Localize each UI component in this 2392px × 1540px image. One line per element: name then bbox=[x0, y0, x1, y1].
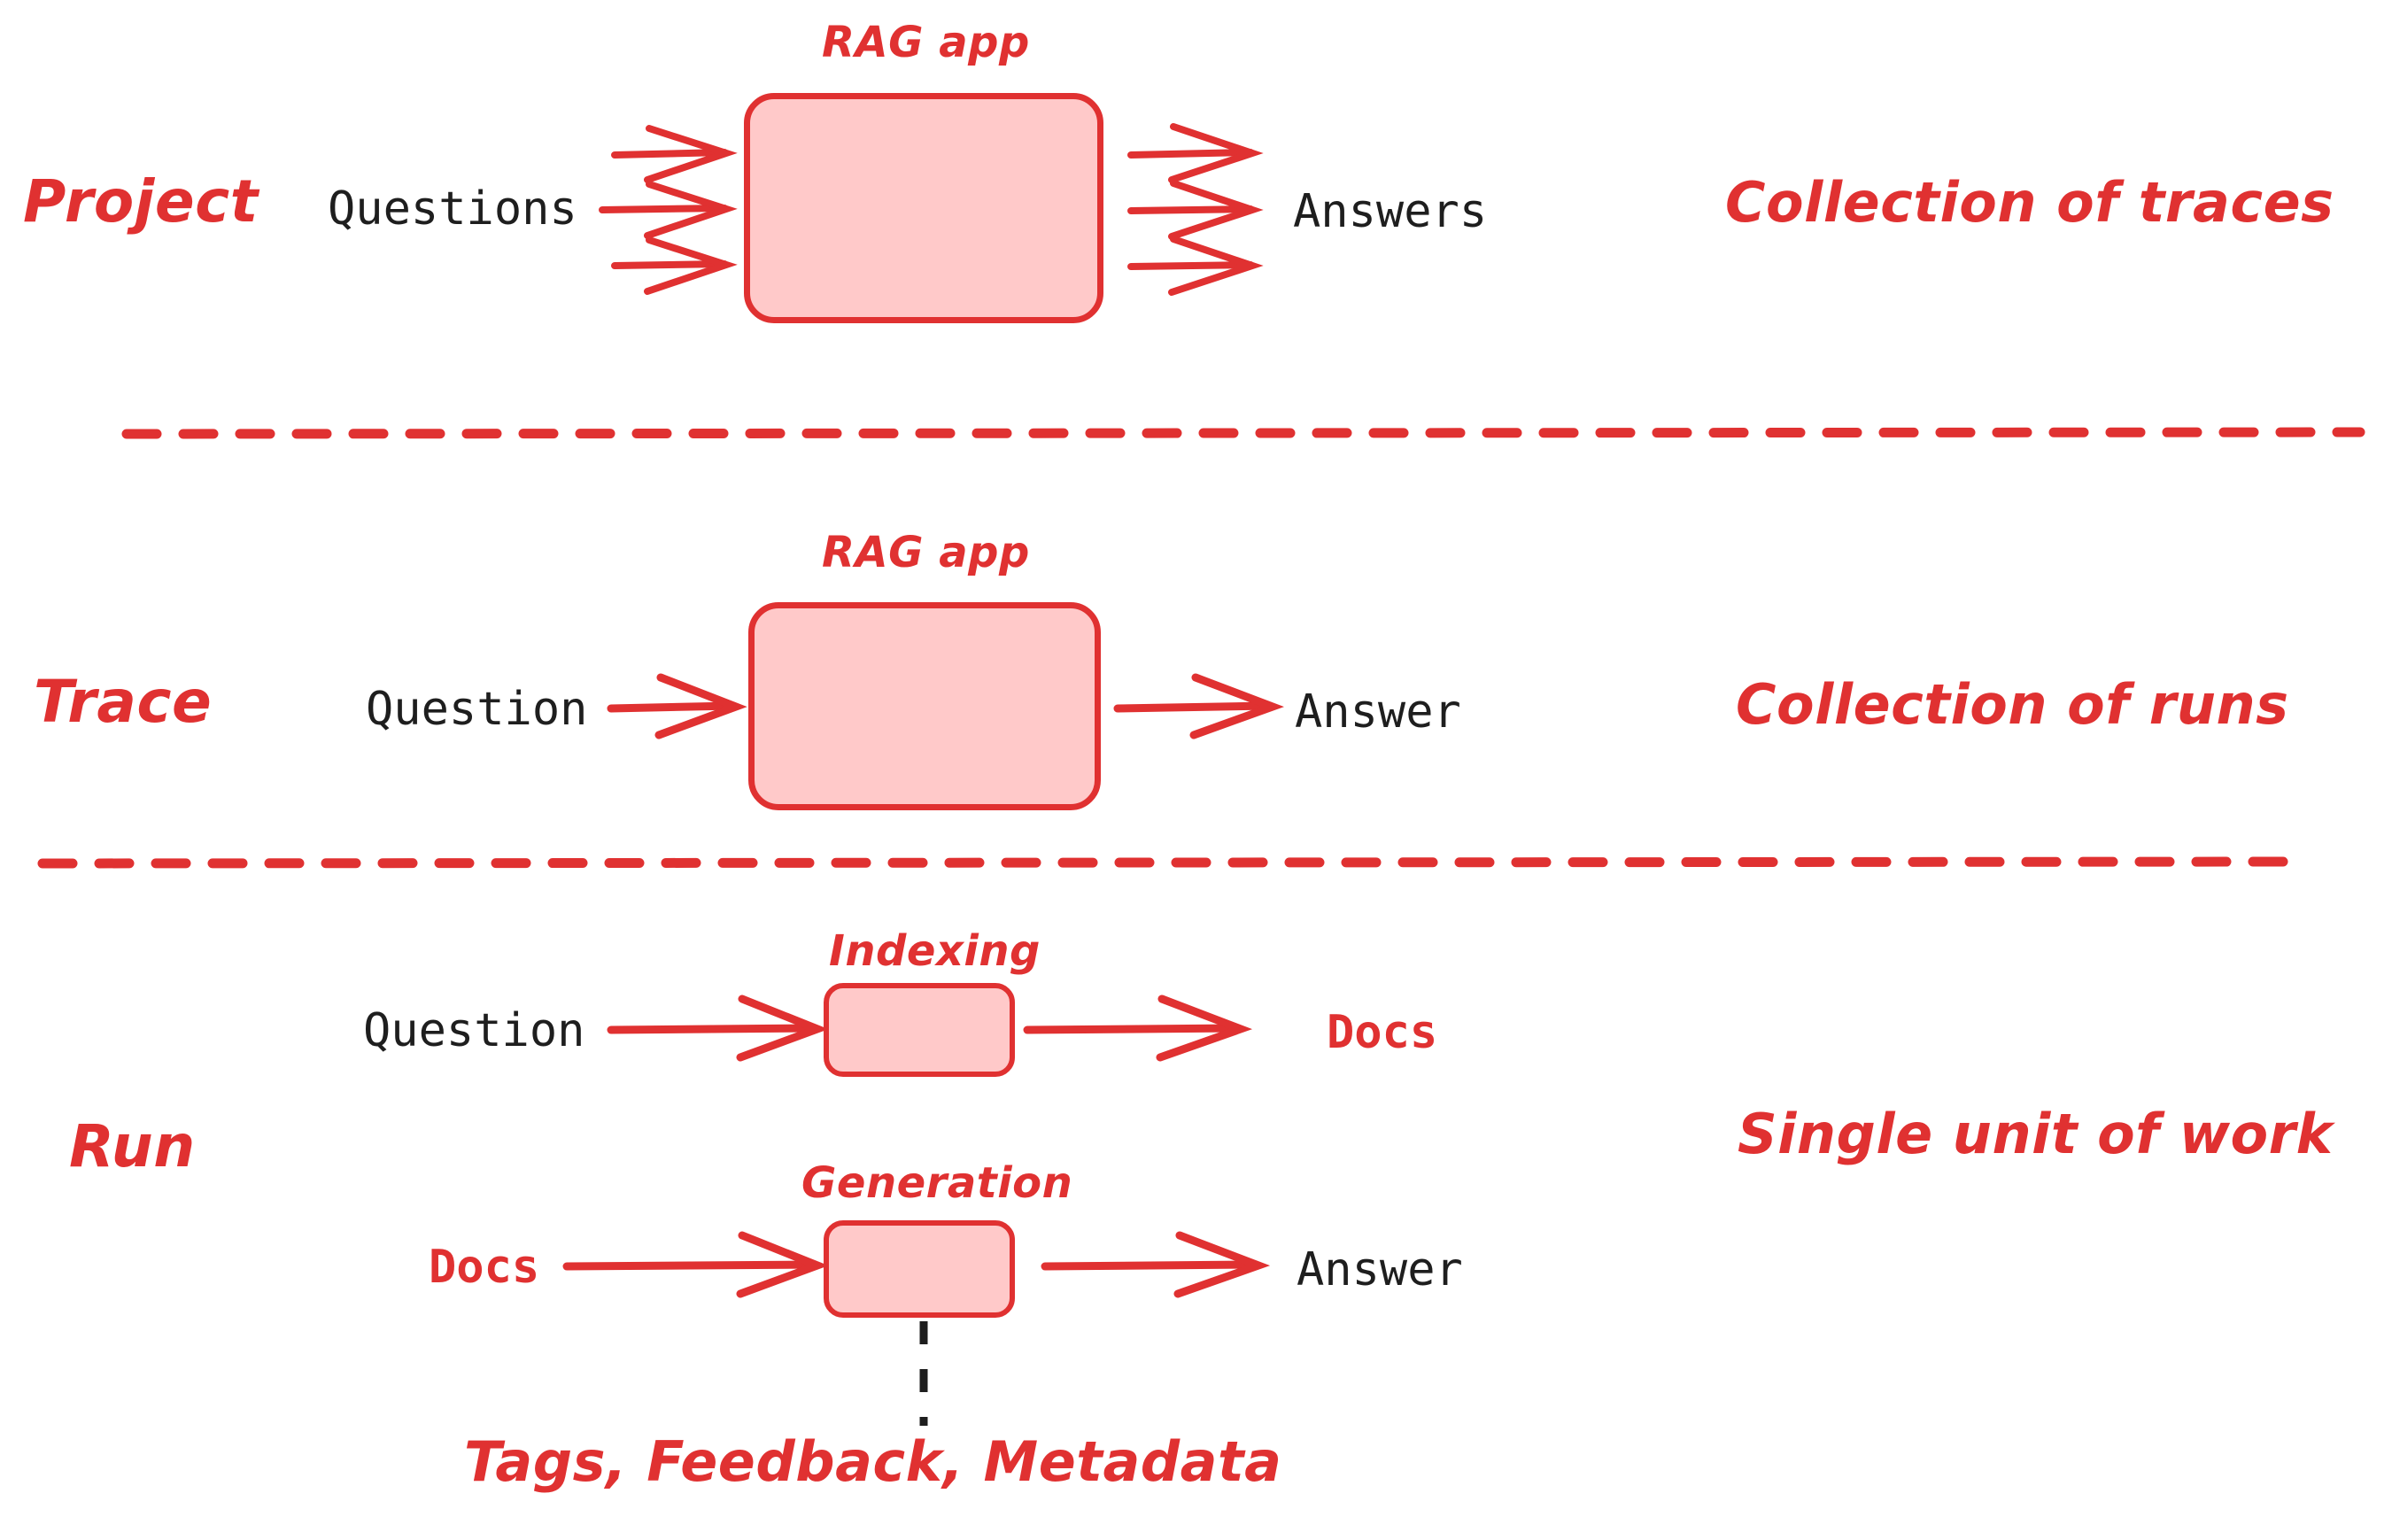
node-rag-app-project[interactable] bbox=[744, 93, 1103, 323]
output-label-docs-indexing: Docs bbox=[1327, 1006, 1438, 1059]
row-label-trace: Trace bbox=[34, 668, 213, 736]
input-label-docs-generation: Docs bbox=[429, 1241, 540, 1294]
arrow-right-icon bbox=[562, 1231, 829, 1298]
arrow-right-icon bbox=[607, 994, 829, 1062]
input-label-question-indexing: Question bbox=[363, 1004, 585, 1057]
dashed-divider-icon bbox=[121, 427, 2365, 439]
dashed-divider-icon bbox=[37, 856, 2299, 869]
arrow-right-icon bbox=[1127, 123, 1264, 183]
arrow-right-icon bbox=[1023, 994, 1253, 1062]
arrow-right-icon bbox=[1113, 673, 1284, 739]
row-caption-run: Single unit of work bbox=[1738, 1102, 2334, 1166]
row-label-project: Project bbox=[23, 167, 259, 236]
input-label-question-trace: Question bbox=[366, 683, 588, 736]
arrow-right-icon bbox=[599, 181, 738, 239]
row-caption-project: Collection of traces bbox=[1725, 170, 2334, 235]
arrow-right-icon bbox=[611, 236, 738, 295]
arrow-right-icon bbox=[1127, 236, 1264, 296]
node-rag-app-trace[interactable] bbox=[748, 602, 1101, 810]
arrow-right-icon bbox=[1041, 1231, 1271, 1298]
node-generation[interactable] bbox=[824, 1220, 1015, 1318]
node-label-rag-app-project: RAG app bbox=[822, 18, 1030, 67]
input-label-questions: Questions bbox=[328, 182, 577, 236]
output-label-answers: Answers bbox=[1293, 185, 1488, 238]
output-label-answer-generation: Answer bbox=[1297, 1243, 1463, 1296]
row-label-run: Run bbox=[69, 1112, 196, 1180]
node-label-generation: Generation bbox=[801, 1158, 1073, 1208]
node-label-indexing: Indexing bbox=[829, 926, 1041, 976]
output-label-answer-trace: Answer bbox=[1295, 685, 1461, 739]
node-indexing[interactable] bbox=[824, 983, 1015, 1077]
annotation-tags-feedback-metadata: Tags, Feedback, Metadata bbox=[464, 1429, 1282, 1494]
node-label-rag-app-trace: RAG app bbox=[822, 528, 1030, 577]
row-caption-trace: Collection of runs bbox=[1736, 672, 2289, 737]
arrow-right-icon bbox=[611, 125, 738, 183]
arrow-right-icon bbox=[607, 673, 747, 739]
arrow-right-icon bbox=[1127, 180, 1264, 240]
